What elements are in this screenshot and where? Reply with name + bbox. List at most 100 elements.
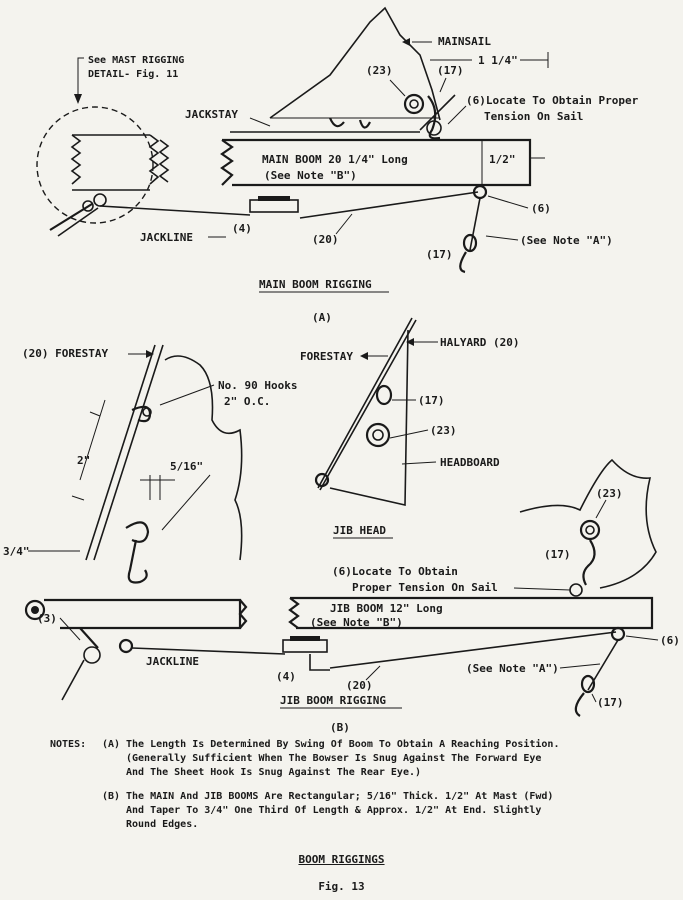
note-a-tag: (A) bbox=[102, 739, 121, 750]
note-a-line3: And The Sheet Hook Is Snug Against The R… bbox=[126, 767, 422, 778]
label-20-main: (20) bbox=[312, 233, 339, 246]
ring-23-main-inner bbox=[409, 99, 419, 109]
jib-boom-break bbox=[288, 597, 300, 629]
leader-6-jib bbox=[625, 635, 659, 641]
label-locate-main: (6)Locate To Obtain Proper bbox=[466, 94, 639, 107]
sheet-main bbox=[469, 197, 481, 251]
jib-forward-eye bbox=[118, 638, 134, 654]
label-jackline-jib: JACKLINE bbox=[146, 655, 199, 668]
main-boom-break bbox=[220, 139, 234, 186]
mast-callout-arrow bbox=[74, 94, 82, 104]
gooseneck-eye bbox=[93, 193, 107, 207]
forestay-b-arrow bbox=[360, 352, 368, 360]
label-17-main-hook: (17) bbox=[426, 248, 453, 261]
caption-jib-head: JIB HEAD bbox=[333, 524, 386, 537]
jackstay-clips bbox=[328, 117, 371, 129]
mast-callout-leader bbox=[77, 57, 84, 100]
hook-lower-shank bbox=[127, 539, 148, 584]
leader-note-a-main bbox=[485, 235, 519, 241]
label-4-main: (4) bbox=[232, 222, 252, 235]
mast-break-right bbox=[148, 134, 160, 185]
mast-lower-spar2 bbox=[57, 207, 99, 237]
dim-2-line bbox=[71, 399, 106, 501]
caption-main-boom-rigging: MAIN BOOM RIGGING bbox=[259, 278, 372, 291]
sheet-line-main bbox=[299, 191, 479, 219]
label-jib-boom: JIB BOOM 12" Long bbox=[330, 602, 443, 615]
label-mast-rigging-detail: DETAIL- Fig. 11 bbox=[88, 68, 178, 80]
label-17-jib-hook: (17) bbox=[597, 696, 624, 709]
forestay-hooks-diagram: (20) FORESTAY No. 90 Hooks 2" O.C. 2" 5/… bbox=[3, 344, 297, 701]
label-headboard: HEADBOARD bbox=[440, 456, 500, 469]
halyard-arrow bbox=[406, 338, 414, 346]
label-main-boom: MAIN BOOM 20 1/4" Long bbox=[262, 153, 408, 166]
dim-5-16-line bbox=[140, 475, 175, 500]
label-23-jib-head: (23) bbox=[430, 424, 457, 437]
mast-detail-circle bbox=[36, 106, 154, 224]
hook-upper-eye bbox=[142, 407, 152, 417]
jackline-jib bbox=[131, 647, 286, 655]
label-6-main: (6) bbox=[531, 202, 551, 215]
label-dim-1-1-4: 1 1/4" bbox=[478, 54, 518, 67]
sheet-line-jib bbox=[329, 631, 617, 669]
sheet-block-main bbox=[462, 233, 478, 253]
note-b-line2: And Taper To 3/4" One Third Of Length & … bbox=[126, 805, 542, 816]
hook-lower bbox=[125, 521, 150, 543]
bowser-4-main-top bbox=[258, 196, 290, 201]
jib-head-hook-17 bbox=[375, 384, 393, 406]
label-23-jib: (23) bbox=[596, 487, 623, 500]
label-mainsail: MAINSAIL bbox=[438, 35, 491, 48]
locate-leader-jib bbox=[513, 587, 571, 591]
jib-boom-rigging-diagram: (23) (17) (6)Locate To Obtain Proper Ten… bbox=[276, 458, 680, 734]
ring-23-main bbox=[403, 93, 425, 115]
label-17-jib-head: (17) bbox=[418, 394, 445, 407]
hook-17-main bbox=[427, 95, 441, 140]
forestay-line2 bbox=[93, 344, 164, 561]
label-dim-3-4: 3/4" bbox=[3, 545, 30, 558]
mast-break-left bbox=[70, 134, 82, 185]
label-dim-5-16: 5/16" bbox=[170, 460, 203, 473]
dim-1-1-4-line bbox=[430, 52, 549, 68]
jib-head-sail-outline bbox=[329, 329, 409, 506]
label-dim-2: 2" bbox=[77, 454, 90, 467]
sheet-hook-main bbox=[459, 251, 467, 274]
label-tension-main: Tension On Sail bbox=[484, 110, 583, 123]
slide-6-main bbox=[426, 120, 442, 136]
label-hooks: No. 90 Hooks bbox=[218, 379, 297, 392]
jackline-main bbox=[99, 205, 251, 216]
main-boom-rigging-diagram: See MAST RIGGING DETAIL- Fig. 11 MAINSAI… bbox=[36, 6, 639, 324]
label-see-note-a-main: (See Note "A") bbox=[520, 234, 613, 247]
leader-23-jib bbox=[595, 499, 607, 519]
label-17-main: (17) bbox=[437, 64, 464, 77]
jib-sail-outline bbox=[519, 458, 657, 589]
label-see-note-a-jib: (See Note "A") bbox=[466, 662, 559, 675]
jib-boom-forward-body bbox=[44, 598, 242, 630]
jib-hook-17 bbox=[582, 539, 596, 586]
label-see-note-b-main: (See Note "B") bbox=[264, 169, 357, 182]
leader-3 bbox=[59, 617, 81, 641]
label-see-note-b-jib: (See Note "B") bbox=[310, 616, 403, 629]
leader-6-main bbox=[487, 195, 529, 209]
note-b-line1: The MAIN And JIB BOOMS Are Rectangular; … bbox=[126, 791, 554, 802]
label-forestay-b: FORESTAY bbox=[300, 350, 353, 363]
jib-slide-6 bbox=[569, 583, 583, 597]
jib-ring-23-inner bbox=[585, 525, 595, 535]
hooks-leader bbox=[159, 384, 215, 406]
note-b-line3: Round Edges. bbox=[126, 819, 199, 830]
forestay-line bbox=[85, 344, 156, 561]
jib-head-tack bbox=[314, 472, 330, 488]
sheet-hook-jib bbox=[574, 692, 585, 717]
sheet-block-jib bbox=[580, 674, 596, 694]
label-3: (3) bbox=[37, 612, 57, 625]
leader-23-jib-head bbox=[389, 429, 429, 439]
jib-gooseneck-ring bbox=[24, 599, 46, 621]
label-jackline-main: JACKLINE bbox=[140, 231, 193, 244]
label-tension-jib: Proper Tension On Sail bbox=[352, 581, 498, 594]
forestay-b-line bbox=[317, 317, 417, 491]
bowser-4-main bbox=[249, 199, 299, 213]
label-hooks-oc: 2" O.C. bbox=[224, 395, 270, 408]
mast-break-right2 bbox=[158, 139, 170, 183]
mainsail-arrow bbox=[402, 38, 410, 46]
bowser-4-jib-top bbox=[290, 636, 320, 641]
jib-boom-forward-break bbox=[238, 599, 248, 629]
boom-riggings-drawing: See MAST RIGGING DETAIL- Fig. 11 MAINSAI… bbox=[3, 6, 680, 734]
